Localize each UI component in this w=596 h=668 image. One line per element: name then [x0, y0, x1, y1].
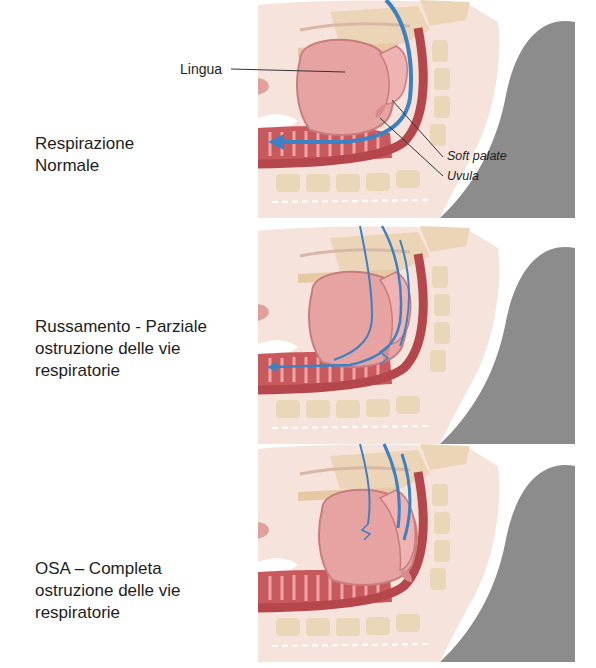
uvula	[400, 570, 412, 582]
airflow	[384, 444, 399, 528]
airflow	[402, 454, 410, 540]
part-label: Soft palate	[447, 148, 507, 164]
leader-line	[380, 118, 443, 176]
soft-palate	[380, 46, 407, 104]
airflow	[362, 524, 370, 540]
panel-snoring	[258, 226, 575, 444]
head-section	[258, 444, 575, 662]
part-label: Uvula	[447, 168, 479, 184]
leader-line	[231, 69, 345, 72]
panel-caption: Russamento - Parziale ostruzione delle v…	[35, 316, 225, 382]
soft-palate	[380, 272, 411, 344]
airflow	[360, 444, 370, 524]
panel-normal	[231, 0, 575, 218]
uvula	[375, 104, 386, 118]
part-label: Lingua	[180, 60, 222, 78]
tongue	[319, 490, 417, 585]
panel-caption: OSA – Completa ostruzione delle vie resp…	[35, 558, 225, 624]
airflow	[400, 240, 409, 346]
airflow	[334, 226, 372, 360]
leader-line	[392, 100, 443, 157]
leader-line	[231, 69, 443, 176]
airflow	[272, 226, 401, 367]
head-section	[258, 226, 575, 444]
head-section	[258, 0, 575, 218]
airflow	[360, 444, 410, 540]
panel-osa	[258, 444, 575, 662]
airflow	[380, 346, 388, 364]
panel-caption: Respirazione Normale	[35, 133, 155, 177]
airflow	[272, 226, 409, 367]
